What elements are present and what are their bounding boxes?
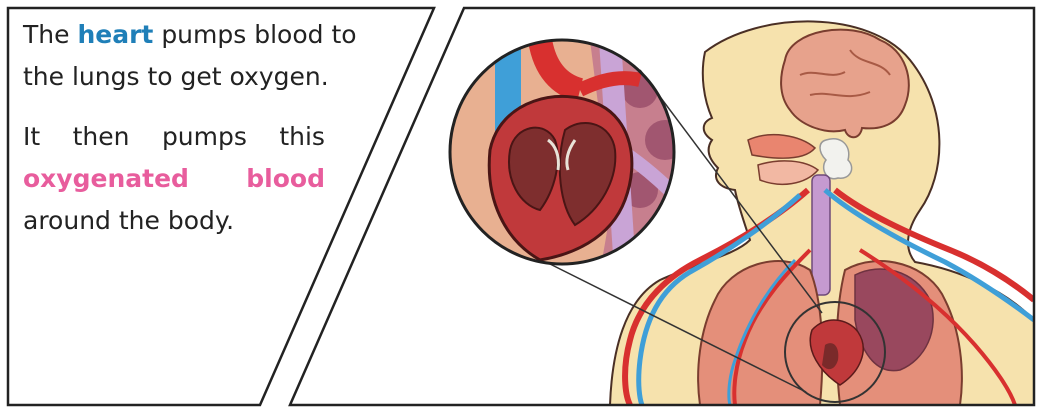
word-pumps: pumps bbox=[162, 116, 247, 158]
keyword-blood: blood bbox=[246, 158, 325, 200]
word-then: then bbox=[73, 116, 130, 158]
text-line-2: the lungs to get oxygen. bbox=[23, 56, 403, 98]
keyword-heart: heart bbox=[77, 20, 153, 49]
text-line-1: The heart pumps blood to bbox=[23, 14, 403, 56]
text-the: The bbox=[23, 20, 70, 49]
word-it: It bbox=[23, 116, 40, 158]
text-line-5: around the body. bbox=[23, 200, 403, 242]
brain bbox=[781, 30, 909, 138]
panel-text: The heart pumps blood to the lungs to ge… bbox=[23, 14, 403, 242]
text-line-4: oxygenated blood bbox=[23, 158, 325, 200]
keyword-oxygenated: oxygenated bbox=[23, 158, 189, 200]
text-pumps-blood-to: pumps blood to bbox=[161, 20, 356, 49]
text-line-3: It then pumps this bbox=[23, 116, 325, 158]
word-this: this bbox=[279, 116, 325, 158]
